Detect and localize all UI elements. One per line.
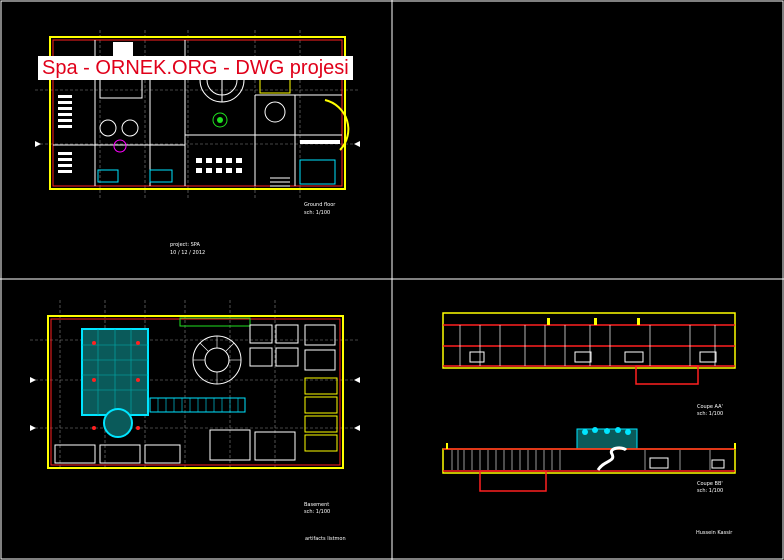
project-date: 10 / 12 / 2012	[170, 250, 205, 256]
basement-caption: artifacts listmon	[305, 536, 346, 542]
ground-floor-title: Ground floor	[304, 202, 336, 208]
author-name: Hussein Kassir	[696, 530, 733, 536]
basement-title: Basement	[304, 502, 329, 508]
project-name: project: SPA	[170, 242, 200, 248]
basement-plan	[30, 300, 360, 470]
section-bb-scale: sch: 1/100	[697, 488, 723, 494]
section-aa-scale: sch: 1/100	[697, 411, 723, 417]
section-aa	[442, 312, 736, 385]
basement-scale: sch: 1/100	[304, 509, 330, 515]
watermark-banner: Spa - ORNEK.ORG - DWG projesi	[38, 56, 353, 80]
section-bb	[442, 427, 736, 492]
ground-floor-scale: sch: 1/100	[304, 210, 330, 216]
section-aa-title: Coupe AA'	[697, 404, 723, 410]
section-bb-title: Coupe BB'	[697, 481, 723, 487]
